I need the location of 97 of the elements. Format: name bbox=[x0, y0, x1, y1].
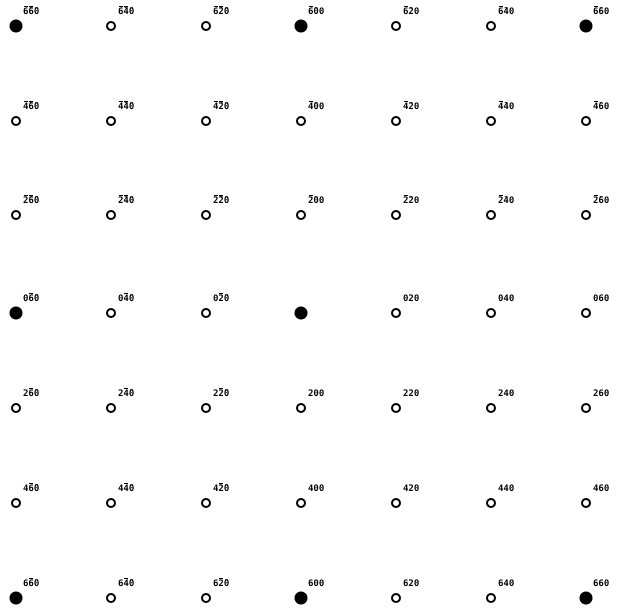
miller-index: 66̄0 bbox=[23, 577, 40, 591]
open-spot bbox=[391, 116, 401, 126]
open-spot bbox=[486, 21, 496, 31]
miller-index: 42̄0 bbox=[213, 482, 230, 496]
miller-index: 44̄0 bbox=[118, 482, 134, 496]
open-spot bbox=[581, 210, 591, 220]
open-spot bbox=[391, 498, 401, 508]
miller-index: 64̄0 bbox=[118, 577, 134, 591]
open-spot bbox=[296, 498, 306, 508]
miller-index: 600 bbox=[308, 578, 324, 591]
open-spot bbox=[581, 308, 591, 318]
open-spot bbox=[486, 593, 496, 603]
miller-index: 4̄6̄0 bbox=[23, 100, 40, 114]
open-spot bbox=[296, 403, 306, 413]
miller-index: 4̄20 bbox=[403, 100, 420, 114]
open-spot bbox=[201, 308, 211, 318]
miller-index: 040 bbox=[498, 293, 514, 306]
open-spot bbox=[296, 210, 306, 220]
open-spot bbox=[201, 210, 211, 220]
open-spot bbox=[106, 21, 116, 31]
open-spot bbox=[201, 498, 211, 508]
miller-index: 2̄2̄0 bbox=[213, 194, 230, 208]
miller-index: 2̄00 bbox=[308, 194, 324, 208]
miller-index: 260 bbox=[593, 388, 610, 401]
miller-index: 2̄60 bbox=[593, 194, 610, 208]
open-spot bbox=[486, 210, 496, 220]
open-spot bbox=[486, 116, 496, 126]
miller-index: 22̄0 bbox=[213, 387, 230, 401]
open-spot bbox=[11, 403, 21, 413]
open-spot bbox=[486, 498, 496, 508]
open-spot bbox=[106, 308, 116, 318]
miller-index: 240 bbox=[498, 388, 514, 401]
miller-index: 4̄00 bbox=[308, 100, 324, 114]
miller-index: 4̄60 bbox=[593, 100, 610, 114]
miller-index: 400 bbox=[308, 483, 324, 496]
miller-index: 2̄6̄0 bbox=[23, 194, 40, 208]
filled-spot bbox=[580, 20, 592, 32]
miller-index: 2̄20 bbox=[403, 194, 420, 208]
open-spot bbox=[11, 498, 21, 508]
open-spot bbox=[581, 498, 591, 508]
miller-index: 62̄0 bbox=[213, 577, 230, 591]
filled-spot bbox=[10, 306, 22, 320]
open-spot bbox=[296, 116, 306, 126]
open-spot bbox=[11, 210, 21, 220]
miller-index: 6̄2̄0 bbox=[213, 5, 230, 19]
open-spot bbox=[486, 308, 496, 318]
miller-index: 6̄40 bbox=[498, 5, 514, 19]
miller-index: 2̄4̄0 bbox=[118, 194, 134, 208]
miller-index: 6̄00 bbox=[308, 5, 324, 19]
miller-index: 620 bbox=[403, 578, 420, 591]
miller-index: 220 bbox=[403, 388, 420, 401]
filled-spot bbox=[294, 306, 308, 320]
miller-index: 020 bbox=[403, 293, 420, 306]
open-spot bbox=[106, 116, 116, 126]
miller-index: 440 bbox=[498, 483, 514, 496]
miller-index: 4̄40 bbox=[498, 100, 514, 114]
miller-index: 060 bbox=[593, 293, 610, 306]
open-spot bbox=[581, 116, 591, 126]
miller-index: 2̄40 bbox=[498, 194, 514, 208]
filled-spot bbox=[294, 592, 308, 604]
open-spot bbox=[391, 593, 401, 603]
open-spot bbox=[391, 308, 401, 318]
open-spot bbox=[11, 116, 21, 126]
open-spot bbox=[106, 210, 116, 220]
open-spot bbox=[391, 403, 401, 413]
filled-spot bbox=[10, 20, 22, 32]
open-spot bbox=[106, 498, 116, 508]
miller-index: 200 bbox=[308, 388, 324, 401]
miller-index: 06̄0 bbox=[23, 292, 40, 306]
miller-index: 460 bbox=[593, 483, 610, 496]
filled-spot bbox=[580, 592, 592, 604]
open-spot bbox=[201, 593, 211, 603]
miller-index: 4̄2̄0 bbox=[213, 100, 230, 114]
open-spot bbox=[581, 403, 591, 413]
open-spot bbox=[201, 116, 211, 126]
miller-index: 46̄0 bbox=[23, 482, 40, 496]
open-spot bbox=[486, 403, 496, 413]
miller-index: 6̄6̄0 bbox=[23, 5, 40, 19]
miller-index: 6̄60 bbox=[593, 5, 610, 19]
miller-index: 26̄0 bbox=[23, 387, 40, 401]
miller-index: 4̄4̄0 bbox=[118, 100, 134, 114]
miller-index: 24̄0 bbox=[118, 387, 134, 401]
open-spot bbox=[106, 593, 116, 603]
open-spot bbox=[391, 21, 401, 31]
miller-index: 420 bbox=[403, 483, 420, 496]
miller-index: 04̄0 bbox=[118, 292, 134, 306]
filled-spot bbox=[294, 20, 308, 32]
open-spot bbox=[201, 403, 211, 413]
open-spot bbox=[391, 210, 401, 220]
miller-index: 640 bbox=[498, 578, 514, 591]
miller-index: 6̄20 bbox=[403, 5, 420, 19]
open-spot bbox=[201, 21, 211, 31]
filled-spot bbox=[10, 592, 22, 604]
open-spot bbox=[106, 403, 116, 413]
miller-index: 660 bbox=[593, 578, 610, 591]
miller-index: 02̄0 bbox=[213, 292, 230, 306]
miller-index: 6̄4̄0 bbox=[118, 5, 134, 19]
